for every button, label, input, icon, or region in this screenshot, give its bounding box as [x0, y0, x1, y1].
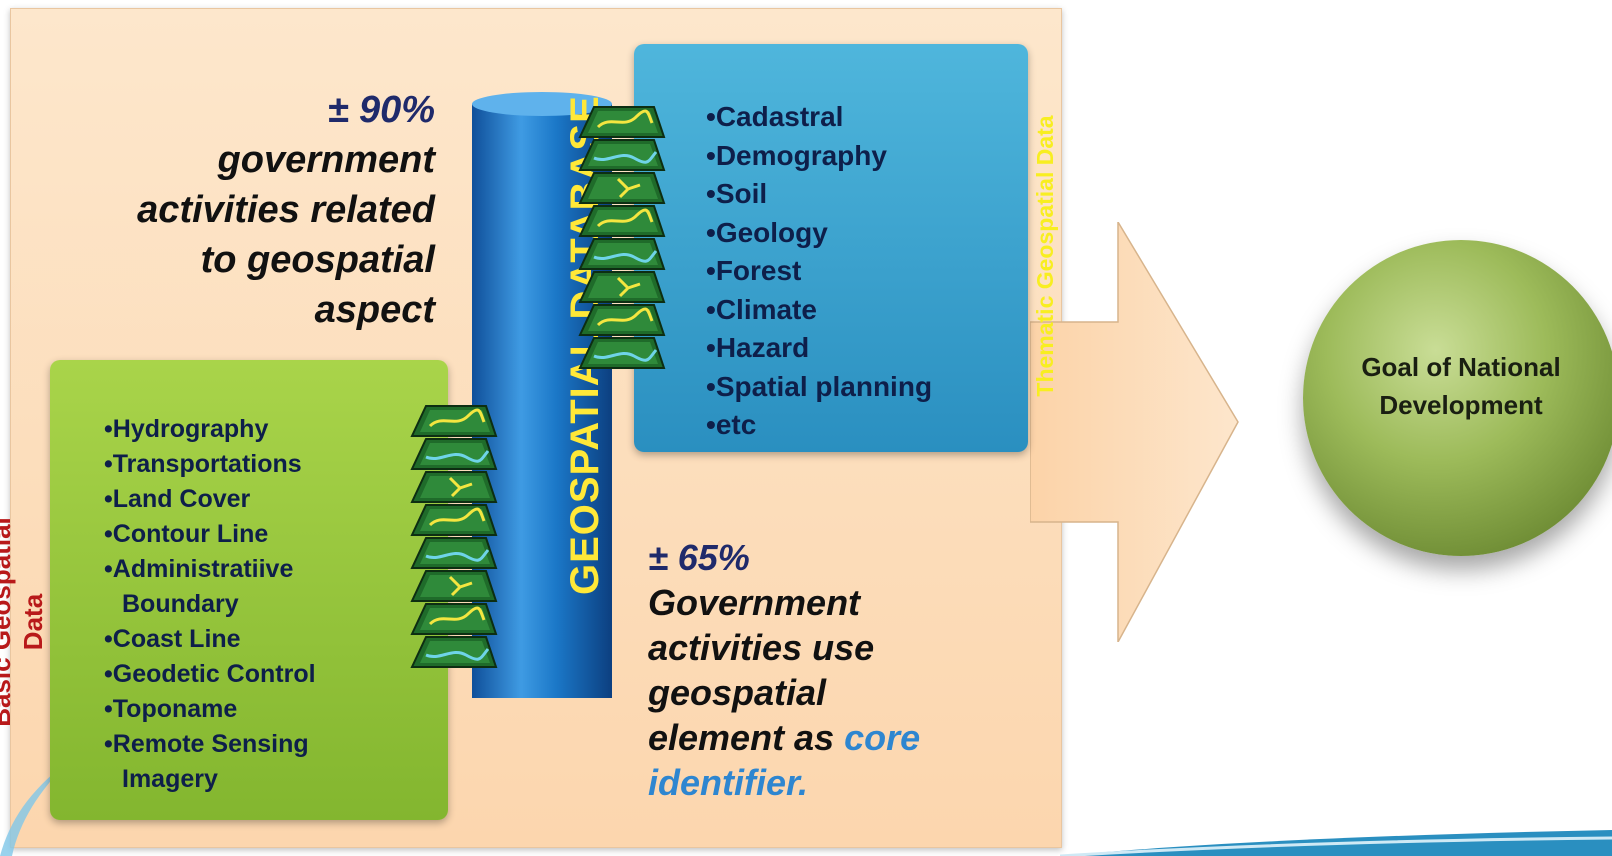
- list-item-text: Administratiive: [112, 555, 294, 583]
- list-item: Soil: [706, 175, 966, 214]
- bottom-stat-text-segment: element as: [648, 717, 845, 758]
- list-item: Land Cover: [104, 482, 404, 517]
- list-item: Transportations: [104, 447, 404, 482]
- goal-sphere: [1303, 240, 1612, 556]
- list-item-text: Remote Sensing: [112, 730, 309, 758]
- top-stat-percent: ± 90%: [327, 89, 435, 131]
- list-item: Hydrography: [104, 412, 404, 447]
- list-item: Spatial planning: [706, 368, 966, 407]
- map-layer-icon: [410, 438, 498, 470]
- basic-data-label: Basic Geospatial Data: [0, 507, 69, 737]
- list-item: Cadastral: [706, 98, 966, 137]
- map-layer-icon: [410, 570, 498, 602]
- map-layer-icon: [578, 304, 666, 336]
- goal-text-line: Goal of National: [1361, 352, 1561, 382]
- list-item: Demography: [706, 137, 966, 176]
- map-layer-icon: [578, 205, 666, 237]
- map-layer-stack-bottom: [410, 405, 498, 668]
- goal-text-line: Development: [1379, 390, 1543, 420]
- right-arrow-shape: [1030, 222, 1239, 642]
- map-layer-icon: [578, 139, 666, 171]
- bottom-stat-line: element as core: [648, 715, 1028, 760]
- list-item: Contour Line: [104, 517, 404, 552]
- bottom-stat-line: Government: [648, 582, 861, 623]
- thematic-data-label: Thematic Geospatial Data: [1032, 115, 1058, 397]
- list-item: Toponame: [104, 692, 404, 727]
- top-stat-line: aspect: [314, 289, 435, 331]
- bottom-stat-highlight: core: [844, 717, 921, 758]
- top-stat-line: to geospatial: [200, 239, 435, 281]
- basic-label-line: Basic Geospatial: [0, 517, 16, 727]
- bottom-stat-percent: ± 65%: [648, 537, 750, 578]
- map-layer-icon: [410, 603, 498, 635]
- map-layer-icon: [410, 471, 498, 503]
- map-layer-icon: [410, 504, 498, 536]
- map-layer-icon: [578, 238, 666, 270]
- bottom-stat-line: activities use: [648, 627, 875, 668]
- top-stat-line: government: [217, 139, 435, 181]
- list-item: Hazard: [706, 329, 966, 368]
- bottom-stat-line: geospatial: [648, 672, 827, 713]
- map-layer-icon: [410, 405, 498, 437]
- list-item: Geology: [706, 214, 966, 253]
- map-layer-icon: [410, 537, 498, 569]
- list-item: Forest: [706, 252, 966, 291]
- list-item: etc: [706, 406, 966, 445]
- basic-data-list: Hydrography Transportations Land Cover C…: [104, 412, 404, 797]
- list-item: Geodetic Control: [104, 657, 404, 692]
- decorative-swoosh-bottom: [1060, 830, 1612, 856]
- list-item-continuation: Boundary: [122, 590, 239, 618]
- thematic-data-list: Cadastral Demography Soil Geology Forest…: [706, 98, 966, 445]
- map-layer-icon: [578, 337, 666, 369]
- goal-text: Goal of National Development: [1318, 348, 1604, 424]
- top-stat-text: ± 90% government activities related to g…: [60, 85, 435, 335]
- list-item-continuation: Imagery: [122, 765, 218, 793]
- basic-label-line: Data: [18, 593, 48, 651]
- list-item: Coast Line: [104, 622, 404, 657]
- top-stat-line: activities related: [137, 189, 435, 231]
- map-layer-icon: [410, 636, 498, 668]
- map-layer-icon: [578, 106, 666, 138]
- map-layer-stack-top: [578, 106, 666, 369]
- decorative-swoosh-left: [0, 760, 70, 856]
- bottom-stat-highlight: identifier.: [648, 762, 809, 803]
- list-item: Climate: [706, 291, 966, 330]
- map-layer-icon: [578, 271, 666, 303]
- map-layer-icon: [578, 172, 666, 204]
- bottom-stat-text: ± 65% Government activities use geospati…: [648, 535, 1028, 805]
